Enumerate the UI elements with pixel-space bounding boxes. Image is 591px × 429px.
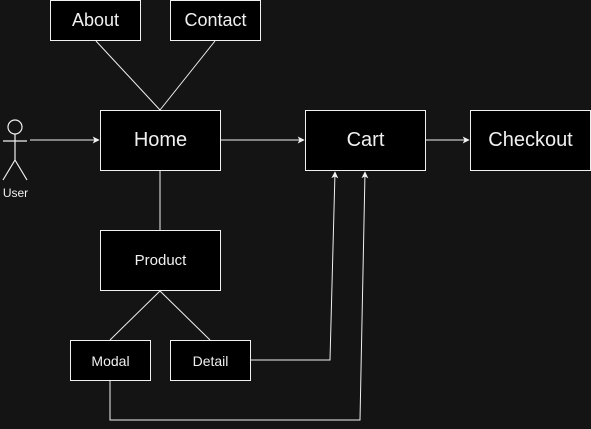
actor-label-user: User <box>2 186 29 200</box>
node-detail[interactable]: Detail <box>170 340 251 381</box>
node-checkout[interactable]: Checkout <box>470 110 591 171</box>
node-product[interactable]: Product <box>100 230 221 291</box>
edge-detail-cart <box>251 171 339 361</box>
node-contact[interactable]: Contact <box>170 0 261 41</box>
node-modal[interactable]: Modal <box>70 340 151 381</box>
node-cart[interactable]: Cart <box>305 110 426 171</box>
stick-figure-icon <box>2 119 28 181</box>
edge-product-modal <box>109 290 161 341</box>
node-about[interactable]: About <box>50 0 141 41</box>
edge-home-contact <box>159 40 216 111</box>
node-home[interactable]: Home <box>100 110 221 171</box>
edge-modal-cart <box>109 171 369 421</box>
edge-product-detail <box>159 290 211 341</box>
edge-home-about <box>95 40 161 111</box>
